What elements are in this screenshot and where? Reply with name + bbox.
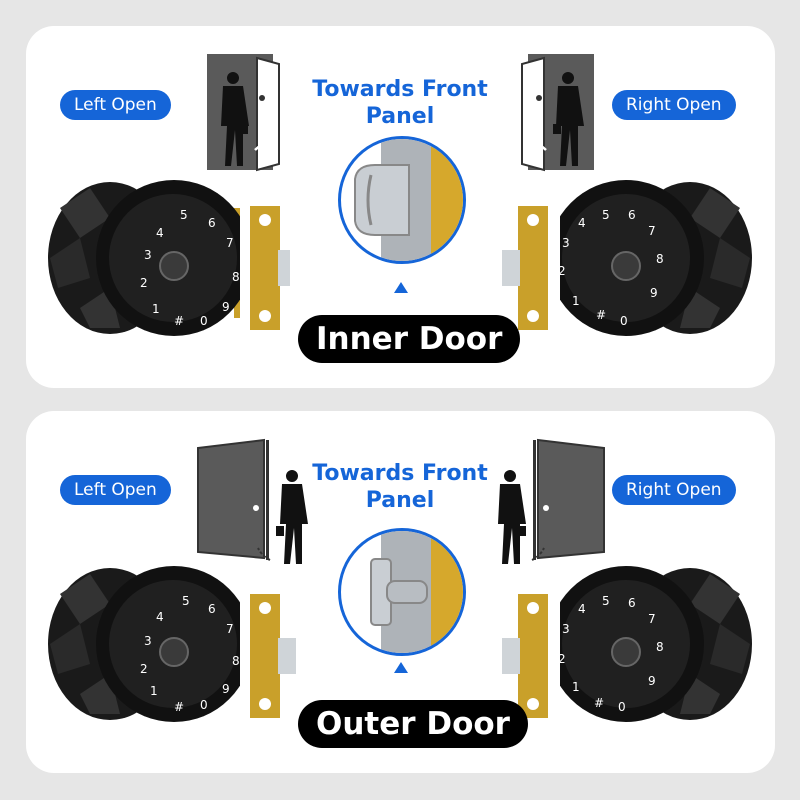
- key-2[interactable]: 2: [558, 264, 566, 278]
- inner-door-label: Inner Door: [298, 315, 521, 363]
- key-9[interactable]: 9: [648, 674, 656, 688]
- key-5[interactable]: 5: [182, 594, 190, 608]
- key-7[interactable]: 7: [226, 236, 234, 250]
- key-3[interactable]: 3: [562, 622, 570, 636]
- key-hash[interactable]: #: [596, 308, 607, 322]
- key-5[interactable]: 5: [602, 594, 610, 608]
- latch-detail-circle: [338, 136, 466, 264]
- outer-left-door-icon: [197, 438, 308, 564]
- key-8[interactable]: 8: [232, 654, 240, 668]
- key-4[interactable]: 4: [578, 216, 586, 230]
- key-0[interactable]: 0: [620, 314, 628, 328]
- key-3[interactable]: 3: [562, 236, 570, 250]
- key-6[interactable]: 6: [628, 596, 636, 610]
- key-9[interactable]: 9: [222, 682, 230, 696]
- key-0[interactable]: 0: [200, 314, 208, 328]
- title-line-1: Towards Front: [312, 461, 488, 486]
- key-7[interactable]: 7: [648, 612, 656, 626]
- key-8[interactable]: 8: [656, 252, 664, 266]
- keypad-left-top: 5 6 4 7 3 8 2 9 1 0 #: [120, 190, 250, 340]
- keypad-right-bottom: 5 6 4 7 3 8 2 9 1 0 #: [556, 576, 686, 726]
- outer-right-lock: [548, 564, 760, 724]
- right-open-label: Right Open: [612, 90, 736, 120]
- keypad-right-top: 5 6 4 7 3 8 2 9 1 0 #: [556, 190, 686, 340]
- key-9[interactable]: 9: [650, 286, 658, 300]
- key-hash[interactable]: #: [594, 696, 605, 710]
- key-1[interactable]: 1: [152, 302, 160, 316]
- key-4[interactable]: 4: [156, 226, 164, 240]
- key-6[interactable]: 6: [208, 602, 216, 616]
- key-5[interactable]: 5: [602, 208, 610, 222]
- key-8[interactable]: 8: [232, 270, 240, 284]
- title-line-2: Panel: [365, 488, 435, 513]
- towards-front-panel-title-outer: Towards Front Panel: [290, 460, 510, 514]
- strike-plate-left-outer: [250, 594, 296, 718]
- outer-right-door-icon: [498, 438, 605, 564]
- key-3[interactable]: 3: [144, 248, 152, 262]
- key-5[interactable]: 5: [180, 208, 188, 222]
- key-1[interactable]: 1: [572, 294, 580, 308]
- key-6[interactable]: 6: [628, 208, 636, 222]
- inner-right-door-icon: [521, 54, 594, 172]
- key-hash[interactable]: #: [174, 700, 185, 714]
- left-open-label: Left Open: [60, 90, 171, 120]
- towards-front-panel-title: Towards Front Panel: [290, 76, 510, 130]
- right-open-label-outer: Right Open: [612, 475, 736, 505]
- key-4[interactable]: 4: [156, 610, 164, 624]
- key-2[interactable]: 2: [140, 662, 148, 676]
- key-7[interactable]: 7: [648, 224, 656, 238]
- left-open-label-outer: Left Open: [60, 475, 171, 505]
- key-3[interactable]: 3: [144, 634, 152, 648]
- title-line-2: Panel: [365, 104, 435, 129]
- outer-door-label: Outer Door: [298, 700, 528, 748]
- key-hash[interactable]: #: [174, 314, 185, 328]
- key-2[interactable]: 2: [140, 276, 148, 290]
- inner-left-door-icon: [207, 54, 280, 172]
- strike-plate-left: [250, 206, 290, 330]
- strike-plate-right-outer: [502, 594, 548, 718]
- inner-right-lock: [548, 178, 760, 338]
- key-9[interactable]: 9: [222, 300, 230, 314]
- key-6[interactable]: 6: [208, 216, 216, 230]
- key-0[interactable]: 0: [618, 700, 626, 714]
- key-1[interactable]: 1: [150, 684, 158, 698]
- direction-arrow-icon-outer: [394, 662, 408, 673]
- outer-left-lock: [40, 564, 252, 724]
- direction-arrow-icon: [394, 282, 408, 293]
- key-2[interactable]: 2: [558, 652, 566, 666]
- strike-plate-right: [502, 206, 548, 330]
- key-7[interactable]: 7: [226, 622, 234, 636]
- keypad-left-bottom: 5 6 4 7 3 8 2 9 1 0 #: [120, 576, 250, 726]
- title-line-1: Towards Front: [312, 77, 488, 102]
- key-4[interactable]: 4: [578, 602, 586, 616]
- key-0[interactable]: 0: [200, 698, 208, 712]
- key-1[interactable]: 1: [572, 680, 580, 694]
- latch-detail-circle-outer: [338, 528, 466, 656]
- key-8[interactable]: 8: [656, 640, 664, 654]
